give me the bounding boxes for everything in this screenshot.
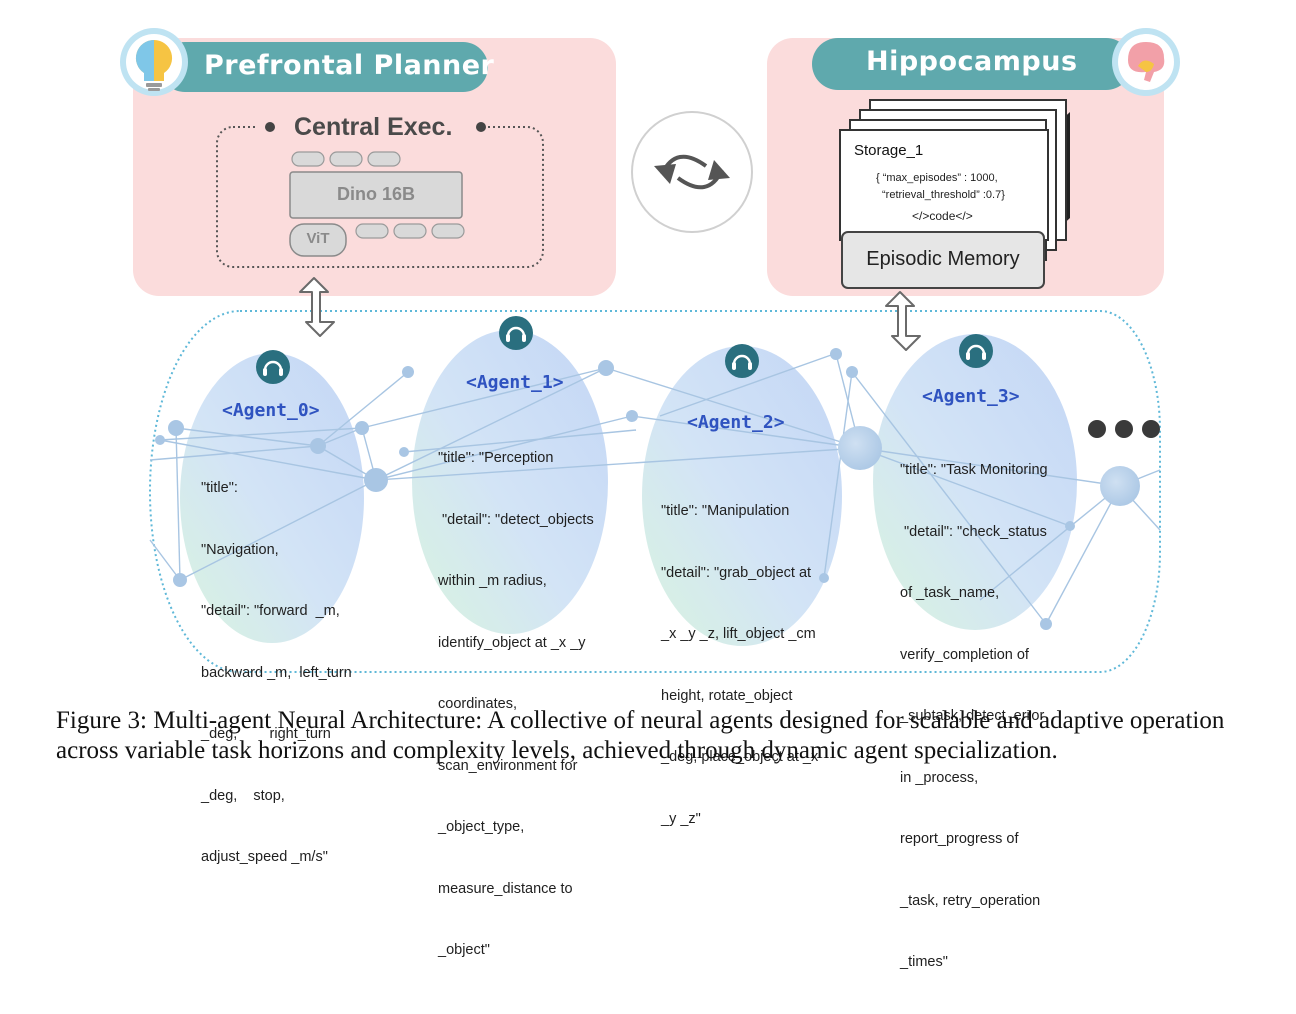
lightbulb-brain-icon	[120, 28, 188, 96]
storage-config-line-1: { “max_episodes” : 1000,	[876, 172, 998, 184]
agent-1-line: measure_distance to	[438, 880, 573, 897]
agent-3-line: in _process,	[900, 769, 979, 786]
agent-2-line: _deg, place_object at _x	[661, 749, 819, 765]
vit-label: ViT	[306, 230, 330, 247]
agent-0-name: <Agent_0>	[222, 400, 320, 421]
agent-3-name: <Agent_3>	[922, 386, 1020, 407]
hippocampus-title-pill	[812, 38, 1132, 90]
agent-2-line: _x _y _z, lift_object _cm	[661, 626, 816, 642]
episodic-memory-box	[841, 231, 1045, 289]
storage-config-line-2: “retrieval_threshold” :0.7}	[882, 189, 1005, 201]
brain-icon	[1112, 28, 1180, 96]
agent-1-bubble	[412, 330, 608, 634]
agent-0-line: "detail": "forward _m,	[201, 603, 340, 619]
agent-3-line: _times"	[900, 954, 948, 970]
agent-2-name: <Agent_2>	[687, 412, 785, 433]
agent-1-headset-icon	[499, 316, 533, 350]
agent-1-line: "detail": "detect_objects	[438, 511, 594, 528]
hippocampus-title: Hippocampus	[866, 46, 1078, 77]
module-pills	[291, 151, 465, 239]
memory-double-arrow-icon	[885, 291, 921, 351]
agent-3-headset-icon	[959, 334, 993, 368]
storage-code-tag: </>code</>	[912, 209, 973, 223]
agent-3-line: "detail": "check_status	[900, 523, 1047, 540]
planner-panel	[133, 38, 616, 296]
agent-0-line: backward _m, left_turn	[201, 664, 352, 681]
agent-1-line: _object"	[438, 942, 490, 958]
agent-2-bubble	[642, 346, 842, 646]
agent-1-line: coordinates,	[438, 696, 517, 712]
agent-0-line: _deg, right_turn	[201, 726, 331, 742]
agent-3-line: _subtask, detect_error	[900, 708, 1045, 724]
agent-0-line: adjust_speed _m/s"	[201, 849, 328, 865]
central-exec-title: Central Exec.	[294, 113, 453, 141]
architecture-diagram: Prefrontal Planner Hippocampus Central E…	[120, 28, 1180, 970]
model-label: Dino 16B	[336, 184, 415, 204]
dino-model-box	[289, 171, 463, 219]
agent-2-description: "title": "Manipulation "detail": "grab_o…	[661, 460, 818, 870]
agent-0-description: "title": "Navigation, "detail": "forward…	[201, 437, 352, 909]
agent-1-description: "title": "Perception "detail": "detect_o…	[438, 407, 594, 1002]
agent-3-line: _task, retry_operation	[900, 892, 1041, 909]
storage-title: Storage_1	[854, 142, 924, 159]
agent-2-line: "title": "Manipulation	[661, 503, 790, 519]
planner-double-arrow-icon	[299, 277, 335, 337]
network-nodes	[155, 348, 1140, 630]
episodic-memory-label: Episodic Memory	[866, 248, 1020, 270]
ellipsis-icon	[1088, 420, 1160, 438]
agent-3-bubble	[873, 334, 1077, 630]
agent-1-line: "title": "Perception	[438, 450, 554, 466]
network-edges	[149, 353, 1161, 625]
planner-title: Prefrontal Planner	[204, 50, 495, 81]
agent-1-line: _object_type,	[438, 819, 525, 835]
agent-group-container	[148, 310, 1161, 673]
agent-2-line: height, rotate_object	[661, 687, 793, 704]
agent-0-bubble	[180, 353, 364, 643]
agent-1-line: scan_environment for	[438, 757, 578, 774]
vit-box	[289, 223, 347, 257]
agent-3-line: "title": "Task Monitoring	[900, 462, 1048, 478]
agent-0-headset-icon	[256, 350, 290, 384]
agent-2-line: _y _z"	[661, 810, 701, 827]
agent-2-line: "detail": "grab_object at	[661, 564, 812, 581]
figure-caption: Figure 3: Multi-agent Neural Architectur…	[56, 707, 1225, 764]
swap-cycle-icon	[630, 110, 754, 234]
agent-2-headset-icon	[725, 344, 759, 378]
agent-0-line: "title":	[201, 480, 238, 496]
agent-3-line: verify_completion of	[900, 646, 1029, 663]
agent-0-line: "Navigation,	[201, 541, 279, 558]
agent-1-line: identify_object at _x _y	[438, 634, 586, 651]
agent-3-line: report_progress of	[900, 831, 1019, 847]
agent-1-name: <Agent_1>	[466, 372, 564, 393]
storage-card-stack	[839, 99, 1070, 261]
agent-1-line: within _m radius,	[438, 573, 547, 589]
planner-title-pill	[160, 42, 488, 92]
agent-3-line: of _task_name,	[900, 585, 1000, 601]
agent-0-line: _deg, stop,	[201, 787, 285, 804]
